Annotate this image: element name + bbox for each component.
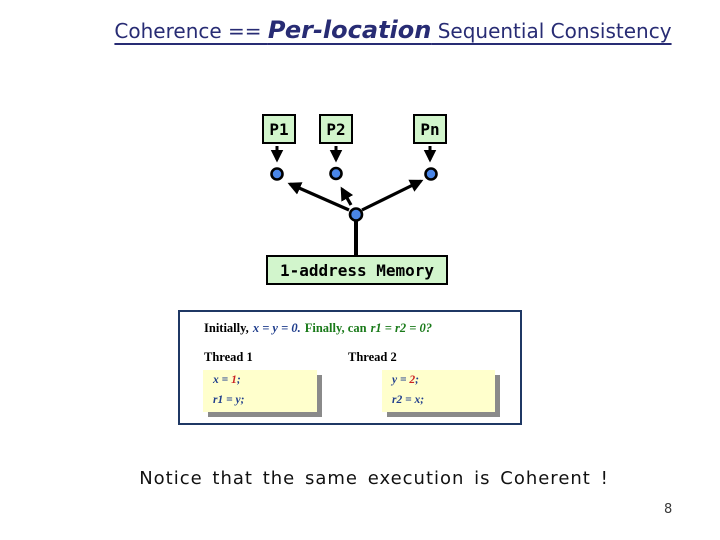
- thread1-label: Thread 1: [204, 350, 253, 364]
- code-line: x = 1;: [213, 374, 241, 386]
- notice-text: Notice that the same execution is Cohere…: [139, 468, 609, 489]
- thread2-label: Thread 2: [348, 350, 397, 364]
- init-text: Initially,: [204, 321, 249, 335]
- processor-label: Pn: [420, 119, 440, 139]
- processor-box-pn: Pn: [413, 114, 447, 144]
- title-prefix: Coherence ==: [114, 19, 268, 43]
- p1-node: [270, 167, 284, 181]
- code-line: r2 = x;: [392, 394, 425, 406]
- code-line: y = 2;: [392, 374, 419, 386]
- thread2-code-box: y = 2; r2 = x;: [382, 370, 495, 412]
- processor-box-p1: P1: [262, 114, 296, 144]
- thread1-code-box: x = 1; r1 = y;: [203, 370, 317, 412]
- page-number: 8: [664, 502, 673, 517]
- code-value: 2: [409, 374, 416, 386]
- finally-math: r1 = r2 = 0?: [370, 321, 433, 335]
- slide-title: Coherence == Per-location Sequential Con…: [33, 16, 720, 52]
- init-math: x = y = 0.: [252, 321, 301, 335]
- memory-label: 1-address Memory: [279, 260, 435, 280]
- title-suffix: Sequential Consistency: [431, 19, 672, 43]
- pn-node: [424, 167, 438, 181]
- hub-node: [348, 207, 364, 222]
- code-semicolon: ;: [236, 374, 241, 386]
- code-line: r1 = y;: [213, 394, 245, 406]
- code-semicolon: ;: [415, 374, 420, 386]
- processor-label: P2: [326, 119, 346, 139]
- p2-node: [329, 166, 343, 181]
- code-var: x =: [213, 374, 232, 386]
- memory-box: 1-address Memory: [266, 255, 448, 285]
- processor-box-p2: P2: [319, 114, 353, 144]
- arrow-hub-to-p2node: [340, 186, 354, 206]
- processor-label: P1: [269, 119, 289, 139]
- arrow-hub-to-p1node: [287, 182, 350, 212]
- code-var: y =: [392, 374, 410, 386]
- title-emphasis: Per-location: [267, 16, 432, 44]
- finally-text: Finally, can: [304, 321, 367, 335]
- arrow-hub-to-pnnode: [361, 179, 424, 212]
- code-value: 1: [231, 374, 237, 386]
